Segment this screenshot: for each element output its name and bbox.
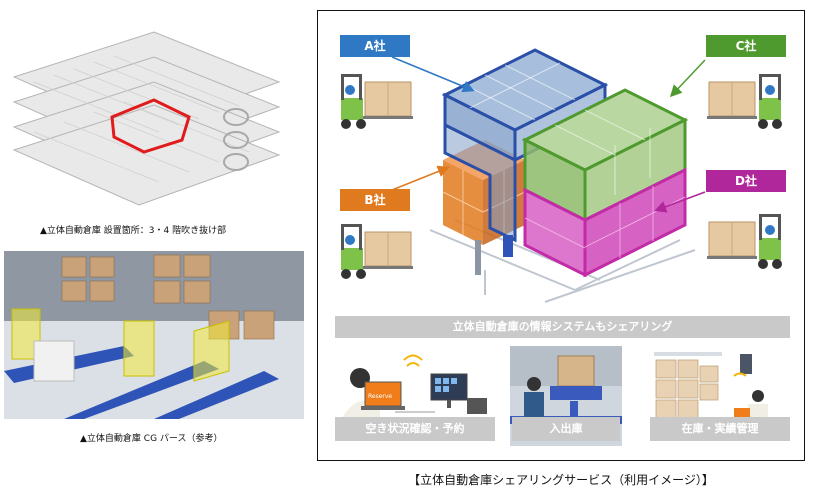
forklift-b-illustration [337, 218, 417, 283]
info-system-sharing-bar: 立体自動倉庫の情報システムもシェアリング [335, 316, 790, 338]
panel-label-inbound-outbound: 入出庫 [512, 417, 620, 441]
warehouse-location-image [4, 22, 304, 214]
caption-location: ▲立体自動倉庫 設置箇所：3・4 階吹き抜け部 [40, 226, 227, 236]
forklift-a-illustration [337, 68, 417, 133]
company-c-storage-block [521, 88, 689, 223]
company-arrows [317, 10, 805, 310]
forklift-d-illustration [705, 208, 787, 273]
forklift-c-illustration [705, 68, 787, 133]
company-a-tag: A社 [340, 35, 410, 57]
company-c-tag: C社 [706, 35, 786, 57]
company-d-tag: D社 [706, 170, 786, 192]
caption-cg: ▲立体自動倉庫 CG パース（参考） [80, 434, 223, 444]
company-d-storage-block [523, 167, 687, 278]
panel-label-reservation: 空き状況確認・予約 [335, 417, 495, 441]
page-title: 【立体自動倉庫シェアリングサービス（利用イメージ）】 [408, 473, 714, 487]
panel-label-inventory: 在庫・実績管理 [650, 417, 790, 441]
shared-warehouse-illustration [425, 40, 715, 310]
company-b-tag: B社 [340, 189, 410, 211]
reserve-screen-text: Reserve [368, 393, 392, 400]
panel-inbound-outbound [510, 346, 622, 446]
warehouse-cg-image [4, 251, 304, 419]
installation-area-highlight [110, 98, 191, 154]
inbound-outbound-illustration [510, 346, 622, 446]
